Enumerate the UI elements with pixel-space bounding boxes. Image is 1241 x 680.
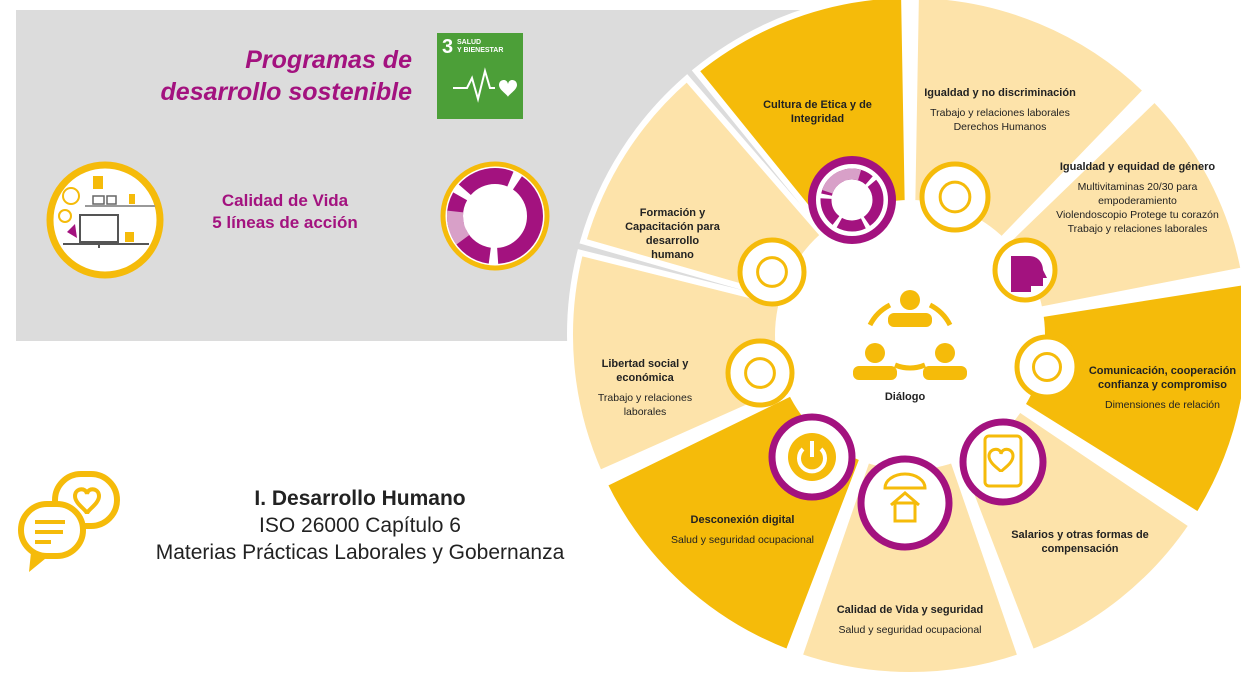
- action-lines-wheel-icon: [440, 161, 550, 271]
- meeting-icon: [725, 338, 795, 408]
- segment-label-genero: Igualdad y equidad de género Multivitami…: [1056, 161, 1219, 235]
- network-document-icon: [1014, 334, 1080, 400]
- health-tablet-icon: [959, 418, 1047, 506]
- gender-equality-icon: [919, 161, 991, 233]
- segment-label-cultura: Cultura de Etica y de Integridad: [763, 99, 872, 125]
- segment-label-desconexion: Desconexión digital Salud y seguridad oc…: [670, 514, 815, 546]
- page-title: Programas de desarrollo sostenible: [160, 46, 412, 106]
- segment-label-libertad: Libertad social y económica Trabajo y re…: [597, 358, 693, 418]
- head-profile-icon: [992, 237, 1058, 303]
- desk-illustration-icon: [46, 161, 164, 279]
- segment-label-calidad-seguridad: Calidad de Vida y seguridad Salud y segu…: [836, 604, 984, 636]
- heartbeat-icon: [453, 67, 517, 103]
- segment-label-formacion: Formación y Capacitación para desarrollo…: [625, 207, 720, 261]
- segment-label-salarios: Salarios y otras formas de compensación: [1011, 529, 1149, 555]
- trophy-icon: [737, 237, 807, 307]
- center-label: Diálogo: [884, 391, 926, 403]
- segment-label-igualdad: Igualdad y no discriminación Trabajo y r…: [924, 87, 1076, 133]
- center-circle: [775, 200, 1045, 470]
- dialogue-people-icon: [853, 290, 967, 380]
- wheel-icon: [808, 156, 896, 244]
- chat-heart-icon: [18, 471, 120, 572]
- human-development-block: I. Desarrollo Humano ISO 26000 Capítulo …: [155, 487, 565, 564]
- umbrella-house-icon: [857, 455, 953, 551]
- quality-of-life-label: Calidad de Vida 5 líneas de acción: [212, 191, 358, 232]
- segment-label-comunicacion: Comunicación, cooperación confianza y co…: [1088, 365, 1237, 411]
- power-icon: [768, 413, 856, 501]
